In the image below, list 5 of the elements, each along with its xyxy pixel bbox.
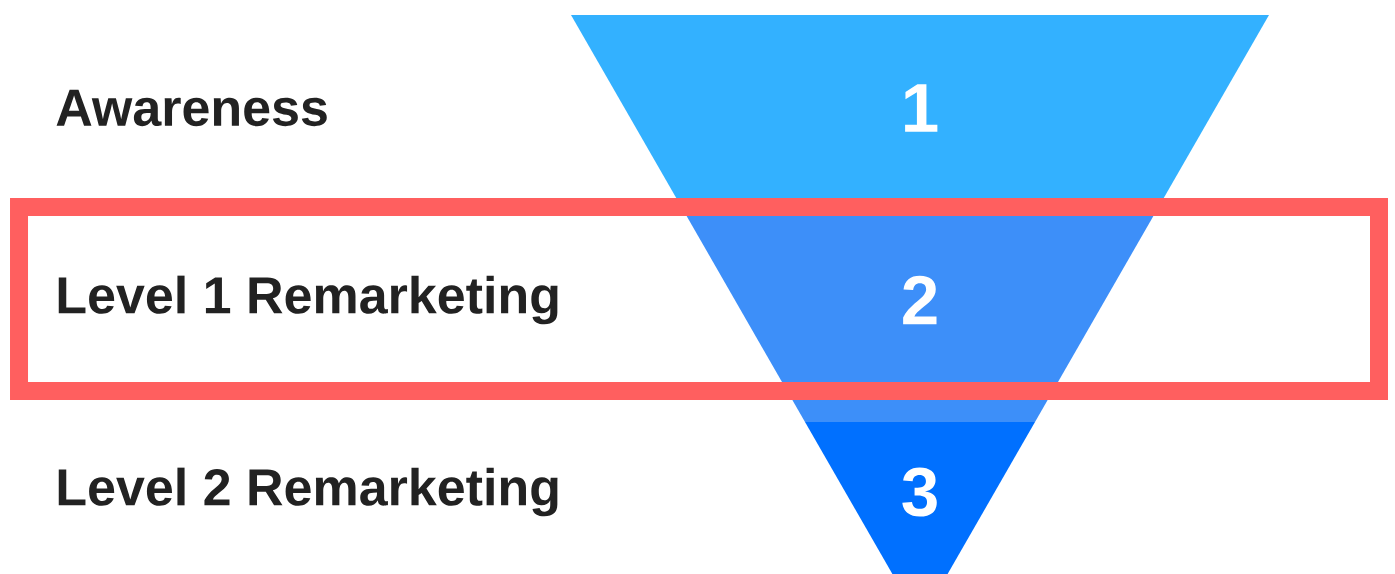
- stage-label: Level 2 Remarketing: [58, 467, 558, 517]
- funnel-band: 1: [571, 15, 1269, 200]
- funnel-band: 3: [805, 422, 1035, 574]
- stage-label: Awareness: [56, 89, 327, 127]
- funnel-band: 2: [677, 200, 1163, 422]
